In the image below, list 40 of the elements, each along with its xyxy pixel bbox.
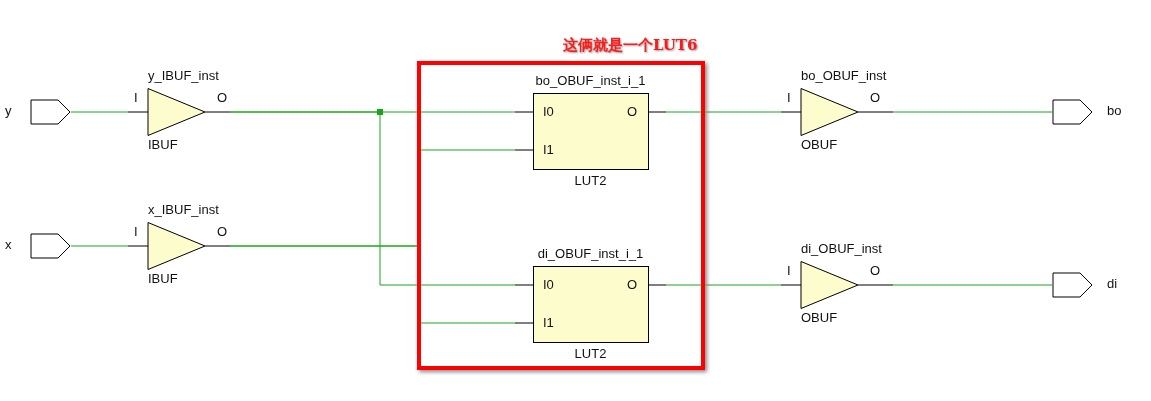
wire — [665, 284, 782, 286]
cell-type: IBUF — [148, 271, 178, 287]
annotation-text: 这俩就是一个LUT6 — [563, 35, 698, 55]
pin-label: O — [870, 90, 881, 106]
wire — [892, 284, 1053, 286]
port-name: di — [1107, 276, 1118, 292]
pin-label: O — [627, 277, 638, 293]
wire — [229, 111, 516, 286]
instance-name: x_IBUF_inst — [148, 202, 219, 218]
wire — [70, 111, 129, 113]
cell-type: OBUF — [801, 137, 838, 153]
pin-label: I — [134, 224, 138, 240]
pin-label: I0 — [543, 104, 554, 120]
instance-name: y_IBUF_inst — [148, 68, 219, 84]
pin-label: I0 — [543, 277, 554, 293]
cell-type: IBUF — [148, 137, 178, 153]
instance-name: bo_OBUF_inst_i_1 — [534, 73, 647, 89]
pin-label: I1 — [543, 142, 554, 158]
instance-name: di_OBUF_inst_i_1 — [536, 246, 645, 262]
wire — [665, 111, 782, 113]
pin-label: I1 — [543, 315, 554, 331]
pin-label: O — [870, 263, 881, 279]
pin-label: O — [627, 104, 638, 120]
cell-type: LUT2 — [573, 173, 608, 189]
port-name: x — [5, 237, 12, 253]
input-port — [5, 233, 71, 259]
wire — [70, 245, 129, 247]
cell-type: OBUF — [801, 310, 838, 326]
cell-type: LUT2 — [573, 346, 608, 362]
pin-label: I — [787, 90, 791, 106]
pin-label: I — [787, 263, 791, 279]
pin-label: I — [134, 90, 138, 106]
instance-name: di_OBUF_inst — [801, 241, 882, 257]
port-name: y — [5, 103, 12, 119]
pin-label: O — [217, 224, 228, 240]
instance-name: bo_OBUF_inst — [801, 68, 887, 84]
wire — [892, 111, 1053, 113]
pin-label: O — [217, 90, 228, 106]
port-name: bo — [1107, 103, 1122, 119]
input-port — [5, 99, 71, 125]
